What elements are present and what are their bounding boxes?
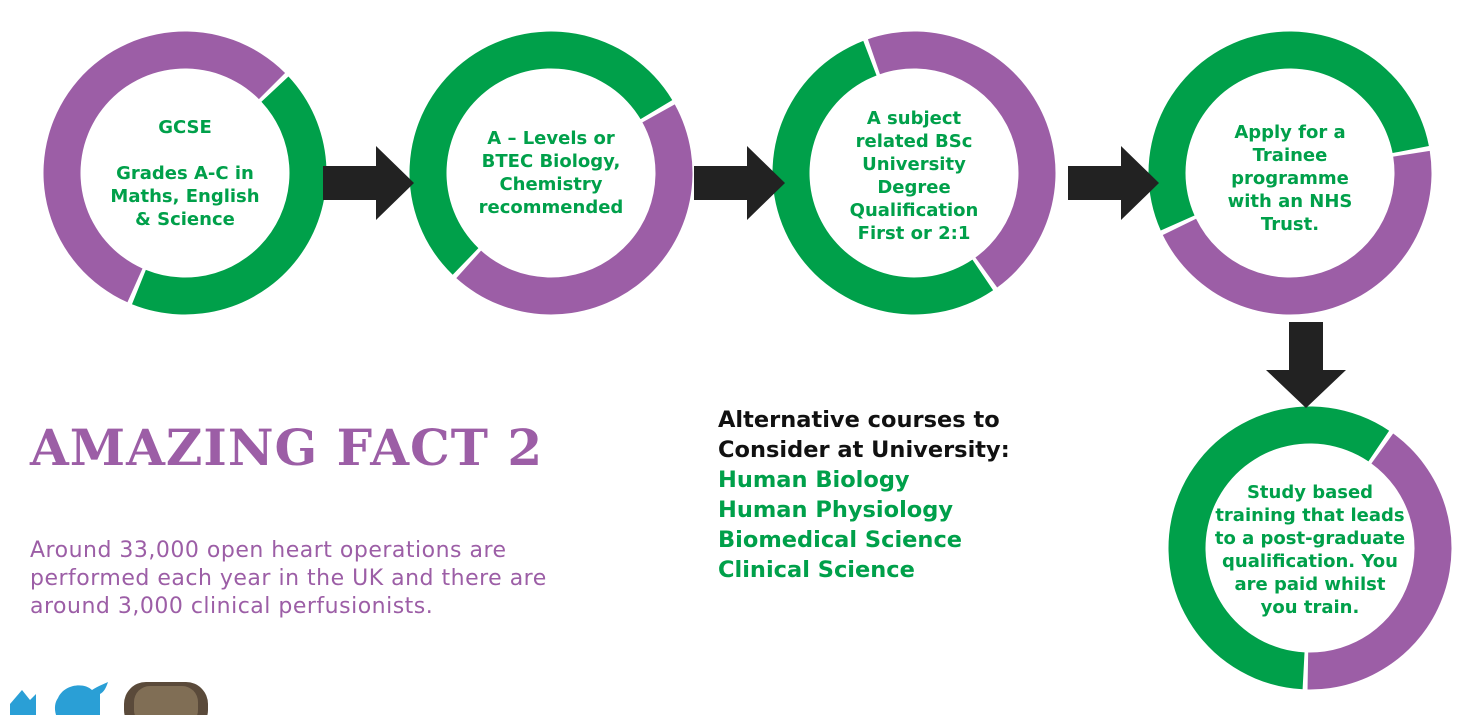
ring-4-purple-segment [1162,150,1432,315]
arrow-right-icon [694,146,785,220]
social-icon[interactable] [10,690,36,715]
ring-2-green-segment [409,31,673,275]
ring-1 [43,31,327,315]
ring-1-green-segment [131,76,327,315]
step-study-training-text: Study based training that leads to a pos… [1214,481,1406,618]
arrow-right-icon [1068,146,1159,220]
ring-2 [409,31,693,315]
social-icons [0,676,220,715]
ring-3-green-segment [772,40,994,315]
fact-title: AMAZING FACT 2 [30,418,544,477]
ring-5-green-segment [1168,406,1390,690]
step-a-levels-text: A – Levels or BTEC Biology, Chemistry re… [478,128,624,218]
step-trainee-programme: Apply for a Trainee programme with an NH… [1205,103,1375,253]
step-degree: A subject related BSc University Degree … [824,88,1004,263]
ring-2-purple-segment [456,104,693,315]
step-gcse: GCSE Grades A-C in Maths, English & Scie… [85,103,285,243]
step-gcse-text: GCSE Grades A-C in Maths, English & Scie… [110,116,260,230]
twitter-bird-icon[interactable] [54,682,108,715]
ring-3-purple-segment [867,31,1056,288]
course-item: Clinical Science [718,557,915,583]
step-a-levels: A – Levels or BTEC Biology, Chemistry re… [451,103,651,243]
course-item: Human Physiology [718,497,954,523]
ring-5 [1168,406,1452,690]
instagram-icon[interactable] [124,682,208,715]
ring-1-purple-segment [43,31,286,303]
course-item: Human Biology [718,467,910,493]
arrow-down-icon [1266,322,1346,408]
ring-4 [1148,31,1432,315]
ring-3 [772,31,1056,315]
alternative-courses-heading: Alternative courses to Consider at Unive… [718,407,1010,463]
step-trainee-programme-text: Apply for a Trainee programme with an NH… [1227,121,1353,235]
step-degree-text: A subject related BSc University Degree … [849,107,979,244]
course-item: Biomedical Science [718,527,963,553]
alternative-courses: Alternative courses to Consider at Unive… [718,405,1078,585]
ring-4-green-segment [1148,31,1429,231]
ring-5-purple-segment [1307,433,1452,690]
fact-body: Around 33,000 open heart operations are … [30,538,547,619]
arrow-right-icon [323,146,414,220]
step-study-training: Study based training that leads to a pos… [1205,462,1415,637]
